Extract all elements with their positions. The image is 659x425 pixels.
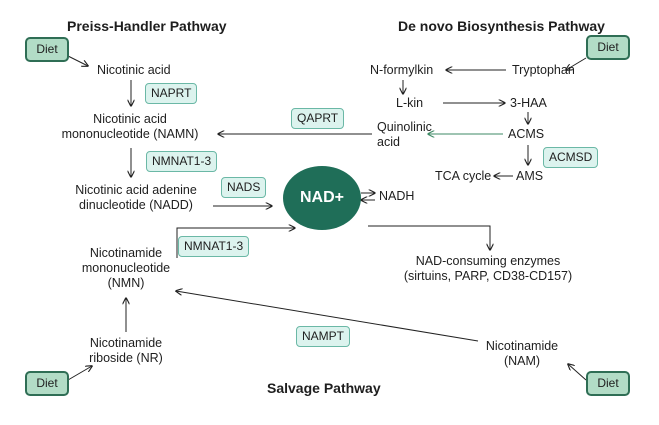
salvage-title: Salvage Pathway	[267, 380, 381, 396]
diet-box-nr: Diet	[25, 371, 69, 396]
nad-plus-label: NAD+	[299, 189, 344, 206]
preiss-handler-title: Preiss-Handler Pathway	[67, 18, 227, 34]
arrow-diet-to-nam	[568, 364, 587, 381]
arrow-nam-to-nmn	[176, 291, 479, 342]
nadd-node: Nicotinic acid adenine dinucleotide (NAD…	[75, 183, 197, 212]
nr-node: Nicotinamide riboside (NR)	[89, 336, 163, 365]
nicotinic-acid-node: Nicotinic acid	[97, 63, 171, 77]
nadh-node: NADH	[379, 189, 415, 203]
enzyme-nmnat-top: NMNAT1-3	[146, 151, 218, 172]
nmn-node: Nicotinamide mononucleotide (NMN)	[81, 246, 171, 290]
arrow-nad-to-consumers	[368, 225, 490, 250]
arrow-nmn-to-nad	[176, 228, 295, 258]
nam-node: Nicotinamide (NAM)	[485, 339, 559, 368]
enzyme-acmsd: ACMSD	[543, 147, 599, 168]
n-formylkin-node: N-formylkin	[370, 63, 434, 77]
tca-cycle-node: TCA cycle	[435, 169, 492, 183]
arrow-diet-to-tryptophan	[566, 57, 587, 70]
enzyme-nads: NADS	[221, 177, 267, 198]
arrow-diet-to-nr	[67, 366, 92, 381]
enzyme-qaprt: QAPRT	[291, 108, 345, 129]
tryptophan-node: Tryptophan	[512, 63, 575, 77]
arrow-diet-to-nicotinic-acid	[67, 55, 88, 66]
ams-node: AMS	[516, 169, 544, 183]
enzyme-nampt: NAMPT	[296, 326, 350, 347]
l-kin-node: L-kin	[396, 96, 424, 110]
namn-node: Nicotinic acid mononucleotide (NAMN)	[61, 112, 199, 141]
diet-box-preiss: Diet	[25, 37, 69, 62]
nad-plus-circle: NAD+	[283, 166, 361, 230]
quinolinic-acid-node: Quinolinic acid	[377, 120, 432, 149]
nad-consuming-enzymes-node: NAD-consuming enzymes (sirtuins, PARP, C…	[403, 254, 573, 283]
acms-node: ACMS	[508, 127, 545, 141]
enzyme-naprt: NAPRT	[145, 83, 198, 104]
3-haa-node: 3-HAA	[510, 96, 547, 110]
diet-box-nam: Diet	[586, 371, 630, 396]
enzyme-nmnat-bottom: NMNAT1-3	[178, 236, 250, 257]
de-novo-title: De novo Biosynthesis Pathway	[398, 18, 605, 34]
diet-box-denovo: Diet	[586, 35, 630, 60]
